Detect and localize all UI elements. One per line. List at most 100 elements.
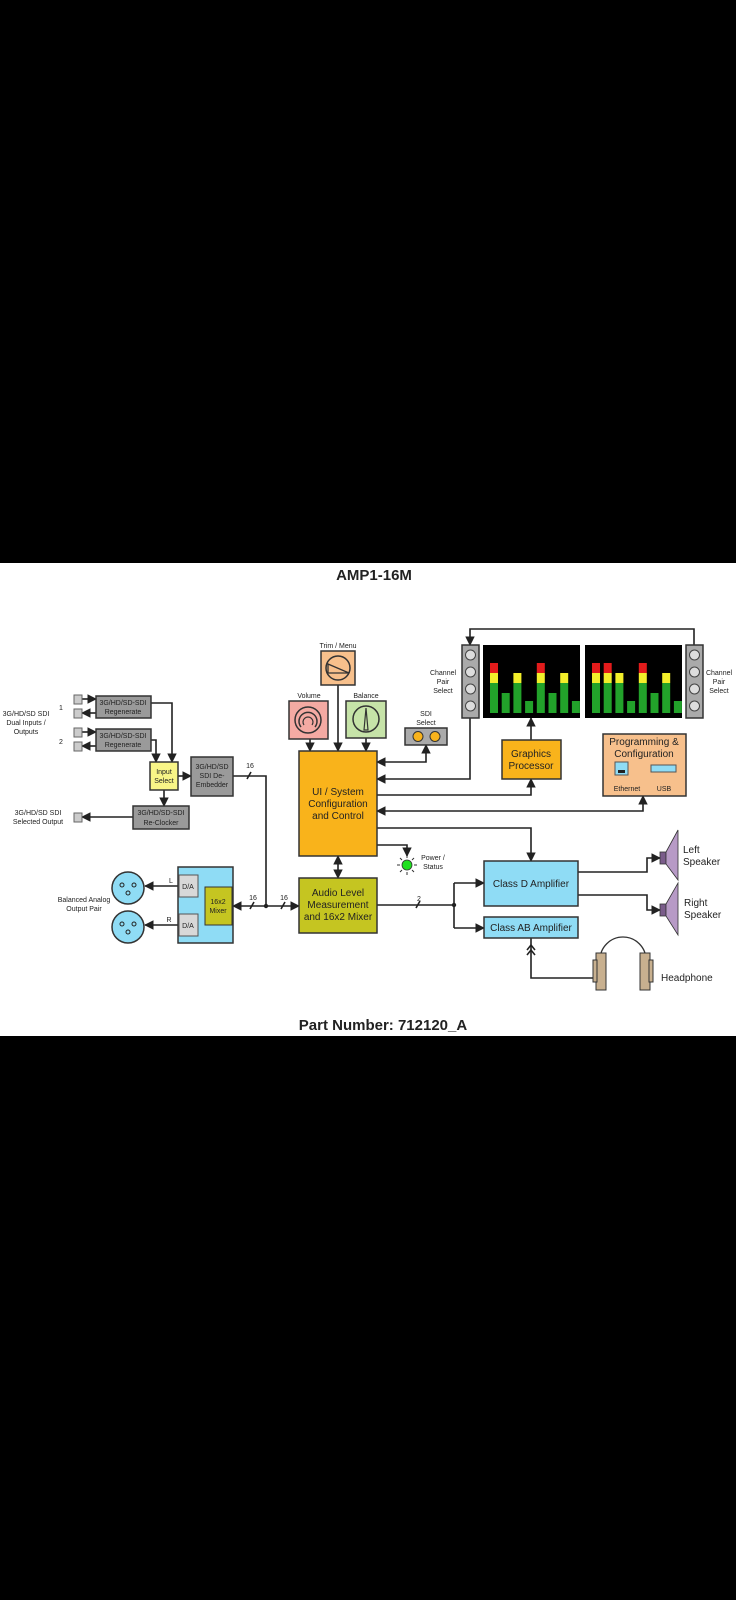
meter-bar [673, 701, 682, 713]
svg-text:SDI: SDI [420, 711, 432, 718]
svg-text:Outputs: Outputs [14, 729, 39, 736]
right-speaker-icon [659, 881, 679, 937]
left-speaker-icon [659, 829, 679, 882]
svg-text:Select: Select [154, 778, 174, 785]
class-ab-amplifier-box: Class AB Amplifier [483, 916, 579, 939]
analog-output-label: Balanced Analog Output Pair [58, 897, 111, 913]
svg-text:Processor: Processor [508, 761, 554, 772]
meter-bar [638, 663, 647, 673]
svg-text:Pair: Pair [713, 679, 726, 686]
svg-text:3G/HD/SD-SDI: 3G/HD/SD-SDI [99, 700, 146, 707]
meter-bar [662, 683, 671, 713]
headphone-label: Headphone [661, 973, 713, 984]
stereo-width-label: 2 [417, 896, 421, 903]
right-speaker-label: Right Speaker [684, 898, 722, 921]
power-status-label: Power / Status [421, 855, 445, 871]
svg-text:Selected Output: Selected Output [13, 819, 63, 826]
trim-menu-knob-icon [320, 650, 356, 686]
svg-text:Balanced Analog: Balanced Analog [58, 897, 111, 904]
meter-bar [650, 693, 659, 713]
svg-text:Speaker: Speaker [684, 910, 722, 921]
channel-pair-right-label: Channel Pair Select [706, 670, 733, 695]
bus-width-label: 16 [249, 895, 257, 902]
svg-text:Select: Select [433, 688, 453, 695]
ui-system-control-box: UI / System Configuration and Control [298, 750, 378, 857]
meter-bar [490, 683, 498, 713]
svg-text:Mixer: Mixer [209, 908, 227, 915]
meter-bar [548, 693, 557, 713]
meter-bar [603, 663, 612, 673]
ethernet-label: Ethernet [614, 786, 641, 793]
meter-bar [592, 683, 600, 713]
svg-text:2: 2 [59, 739, 63, 746]
part-number: Part Number: 712120_A [299, 1017, 468, 1034]
svg-text:Pair: Pair [437, 679, 450, 686]
svg-text:Select: Select [709, 688, 729, 695]
power-status-led-icon [397, 855, 417, 875]
svg-text:3G/HD/SD SDI: 3G/HD/SD SDI [15, 810, 62, 817]
svg-text:Class D Amplifier: Class D Amplifier [493, 879, 570, 890]
volume-label: Volume [297, 693, 320, 700]
svg-text:Class AB Amplifier: Class AB Amplifier [490, 923, 572, 934]
svg-text:3G/HD/SD-SDI: 3G/HD/SD-SDI [99, 733, 146, 740]
diagram-title: AMP1-16M [336, 567, 412, 584]
channel-pair-left-label: Channel Pair Select [430, 670, 457, 695]
meter-bar [627, 701, 636, 713]
svg-text:Power /: Power / [421, 855, 445, 862]
re-clocker-box: 3G/HD/SD-SDI Re-Clocker [132, 805, 190, 830]
svg-text:Input: Input [156, 769, 172, 776]
meter-bar [571, 701, 580, 713]
meter-bar [662, 673, 671, 683]
svg-text:Output Pair: Output Pair [66, 906, 102, 913]
svg-text:Right: Right [684, 898, 708, 909]
de-embedder-box: 3G/HD/SD SDI De- Embedder [190, 756, 234, 797]
audio-level-mixer-box: Audio Level Measurement and 16x2 Mixer [298, 877, 378, 934]
svg-text:3G/HD/SD SDI: 3G/HD/SD SDI [3, 711, 50, 718]
svg-text:SDI De-: SDI De- [200, 773, 226, 780]
graphics-processor-box: Graphics Processor [501, 739, 562, 780]
trim-menu-label: Trim / Menu [319, 643, 356, 650]
svg-text:Dual Inputs /: Dual Inputs / [6, 720, 45, 727]
connection-lines [81, 628, 695, 979]
meter-bar [638, 683, 647, 713]
bnc-connectors [73, 694, 83, 823]
svg-text:Channel: Channel [430, 670, 457, 677]
balance-knob-icon [345, 700, 387, 739]
usb-port-icon [650, 764, 677, 773]
meter-bar [615, 673, 624, 683]
meter-bar [638, 673, 647, 683]
svg-text:Speaker: Speaker [683, 857, 721, 868]
svg-text:D/A: D/A [182, 884, 194, 891]
svg-text:Audio Level: Audio Level [312, 888, 364, 899]
svg-text:Left: Left [683, 845, 700, 856]
meter-bar [490, 663, 498, 673]
level-meter-bars [490, 663, 682, 713]
svg-text:Status: Status [423, 864, 443, 871]
sdi-select-buttons [404, 727, 448, 746]
svg-text:3G/HD/SD: 3G/HD/SD [195, 764, 228, 771]
meter-bar [560, 683, 569, 713]
mixer-label: 16x2 [210, 899, 225, 906]
meter-bar [536, 663, 545, 673]
svg-text:and 16x2 Mixer: and 16x2 Mixer [304, 912, 373, 923]
usb-label: USB [657, 786, 672, 793]
headphone-icon [592, 936, 654, 991]
bus-width-label: 16 [280, 895, 288, 902]
class-d-amplifier-box: Class D Amplifier [483, 860, 579, 907]
svg-text:Configuration: Configuration [614, 749, 673, 760]
svg-text:1: 1 [59, 705, 63, 712]
svg-text:Regenerate: Regenerate [105, 742, 142, 749]
channel-pair-select-left [461, 644, 480, 719]
meter-bar [513, 683, 522, 713]
meter-bar [525, 701, 534, 713]
meter-bar [592, 673, 600, 683]
xlr-connector-icon [111, 871, 145, 944]
balance-label: Balance [353, 693, 378, 700]
meter-bar [603, 673, 612, 683]
programming-configuration-box: Programming & Configuration Ethernet USB [602, 733, 687, 797]
meter-bar [592, 663, 600, 673]
input-select-box: Input Select [149, 761, 179, 791]
svg-text:Programming &: Programming & [609, 737, 679, 748]
svg-text:UI / System: UI / System [312, 787, 364, 798]
